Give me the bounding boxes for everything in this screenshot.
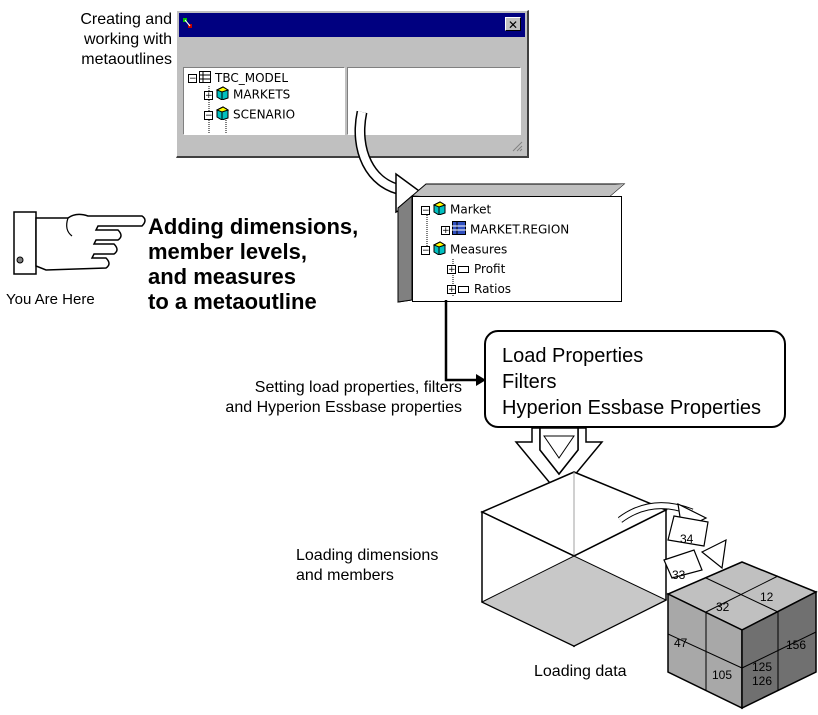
collapse-icon[interactable]: − [421, 205, 430, 216]
setting-line-1: Setting load properties, filters [254, 379, 462, 396]
tree-item-market[interactable]: − Market [421, 201, 491, 219]
measure-icon [458, 262, 470, 278]
tree-item-ratios[interactable]: + Ratios [447, 281, 511, 298]
data-cube [666, 561, 818, 710]
tree-item-market-region[interactable]: + MARKET.REGION [441, 221, 569, 239]
value-34: 34 [680, 532, 694, 546]
tree-pane[interactable]: − TBC_MODEL + MARKETS − SCENARIO [183, 67, 345, 135]
resize-grip-icon[interactable] [511, 140, 523, 152]
close-button[interactable]: ✕ [505, 17, 521, 32]
adding-line-3: and measures [148, 264, 296, 289]
expand-icon[interactable]: + [204, 90, 213, 101]
tree-label: Market [450, 202, 492, 217]
empty-cube [480, 471, 668, 648]
tree-label: MARKETS [233, 87, 291, 102]
dimension-cube-icon [432, 241, 447, 259]
load-properties-label: Load Properties [502, 345, 644, 367]
cell-105: 105 [712, 668, 733, 682]
window-titlebar: ✕ [179, 13, 525, 37]
loading-dims-line-1: Loading dimensions [296, 547, 439, 564]
metaoutline-panel: − Market + MARKET.REGION − Measures + Pr… [412, 196, 622, 302]
panel-side [396, 188, 412, 300]
down-arrow-icon [514, 428, 604, 496]
creating-label: Creating and working with metaoutlines [50, 10, 172, 70]
tree-label: MARKET.REGION [470, 222, 570, 237]
dimension-cube-icon [432, 201, 447, 219]
loading-data-label: Loading data [534, 663, 627, 680]
table-icon [199, 70, 211, 87]
member-level-icon [452, 221, 466, 239]
adding-line-1: Adding dimensions, [148, 214, 359, 239]
detail-pane[interactable] [347, 67, 521, 135]
expand-icon[interactable]: + [447, 265, 456, 275]
cell-125: 125 [752, 660, 773, 674]
window-toolbar [179, 37, 525, 65]
collapse-icon[interactable]: − [188, 74, 197, 84]
dimension-cube-icon [215, 86, 230, 104]
collapse-icon[interactable]: − [421, 245, 430, 256]
tree-item-scenario[interactable]: − SCENARIO [204, 106, 295, 124]
metaoutline-window: ✕ − TBC_MODEL + MARKETS − SCENARIO [176, 10, 529, 158]
cell-126: 126 [752, 674, 773, 688]
filters-label: Filters [502, 371, 557, 393]
setting-label: Setting load properties, filters and Hyp… [164, 378, 462, 418]
tree-label: Profit [474, 262, 506, 276]
cell-47: 47 [674, 636, 688, 650]
adding-line-2: member levels, [148, 239, 307, 264]
cell-12: 12 [760, 590, 774, 604]
loading-dims-label: Loading dimensions and members [296, 546, 438, 586]
adding-line-4: to a metaoutline [148, 289, 317, 314]
dimension-cube-icon [215, 106, 230, 124]
measure-icon [458, 282, 470, 298]
flow-arrow-panel-to-properties [444, 300, 486, 386]
cell-156: 156 [786, 638, 807, 652]
tree-item-tbc-model[interactable]: − TBC_MODEL [188, 70, 288, 87]
tree-label: TBC_MODEL [215, 71, 289, 85]
creating-line-2: working with [83, 31, 172, 48]
expand-icon[interactable]: + [447, 285, 456, 295]
creating-line-1: Creating and [80, 11, 172, 28]
tree-label: SCENARIO [233, 107, 296, 122]
tree-label: Measures [450, 242, 508, 257]
tree-item-measures[interactable]: − Measures [421, 241, 507, 259]
value-33: 33 [672, 568, 686, 582]
flow-arrow-window-to-panel [354, 110, 428, 214]
essbase-properties-label: Hyperion Essbase Properties [502, 397, 762, 419]
tree-item-profit[interactable]: + Profit [447, 261, 505, 278]
creating-line-3: metaoutlines [81, 51, 172, 68]
loading-dims-line-2: and members [296, 567, 394, 584]
you-are-here-label: You Are Here [6, 291, 95, 308]
data-flow-arrows [617, 502, 727, 579]
tree-item-markets[interactable]: + MARKETS [204, 86, 290, 104]
cell-32: 32 [716, 600, 730, 614]
tree-label: Ratios [474, 282, 512, 296]
adding-label: Adding dimensions, member levels, and me… [148, 214, 358, 314]
app-icon [183, 18, 192, 28]
collapse-icon[interactable]: − [204, 110, 213, 121]
expand-icon[interactable]: + [441, 225, 450, 236]
setting-line-2: and Hyperion Essbase properties [225, 399, 462, 416]
pointing-hand-icon [13, 211, 146, 275]
properties-box: Load Properties Filters Hyperion Essbase… [484, 330, 786, 428]
metaoutline-panel-frame [397, 183, 626, 303]
